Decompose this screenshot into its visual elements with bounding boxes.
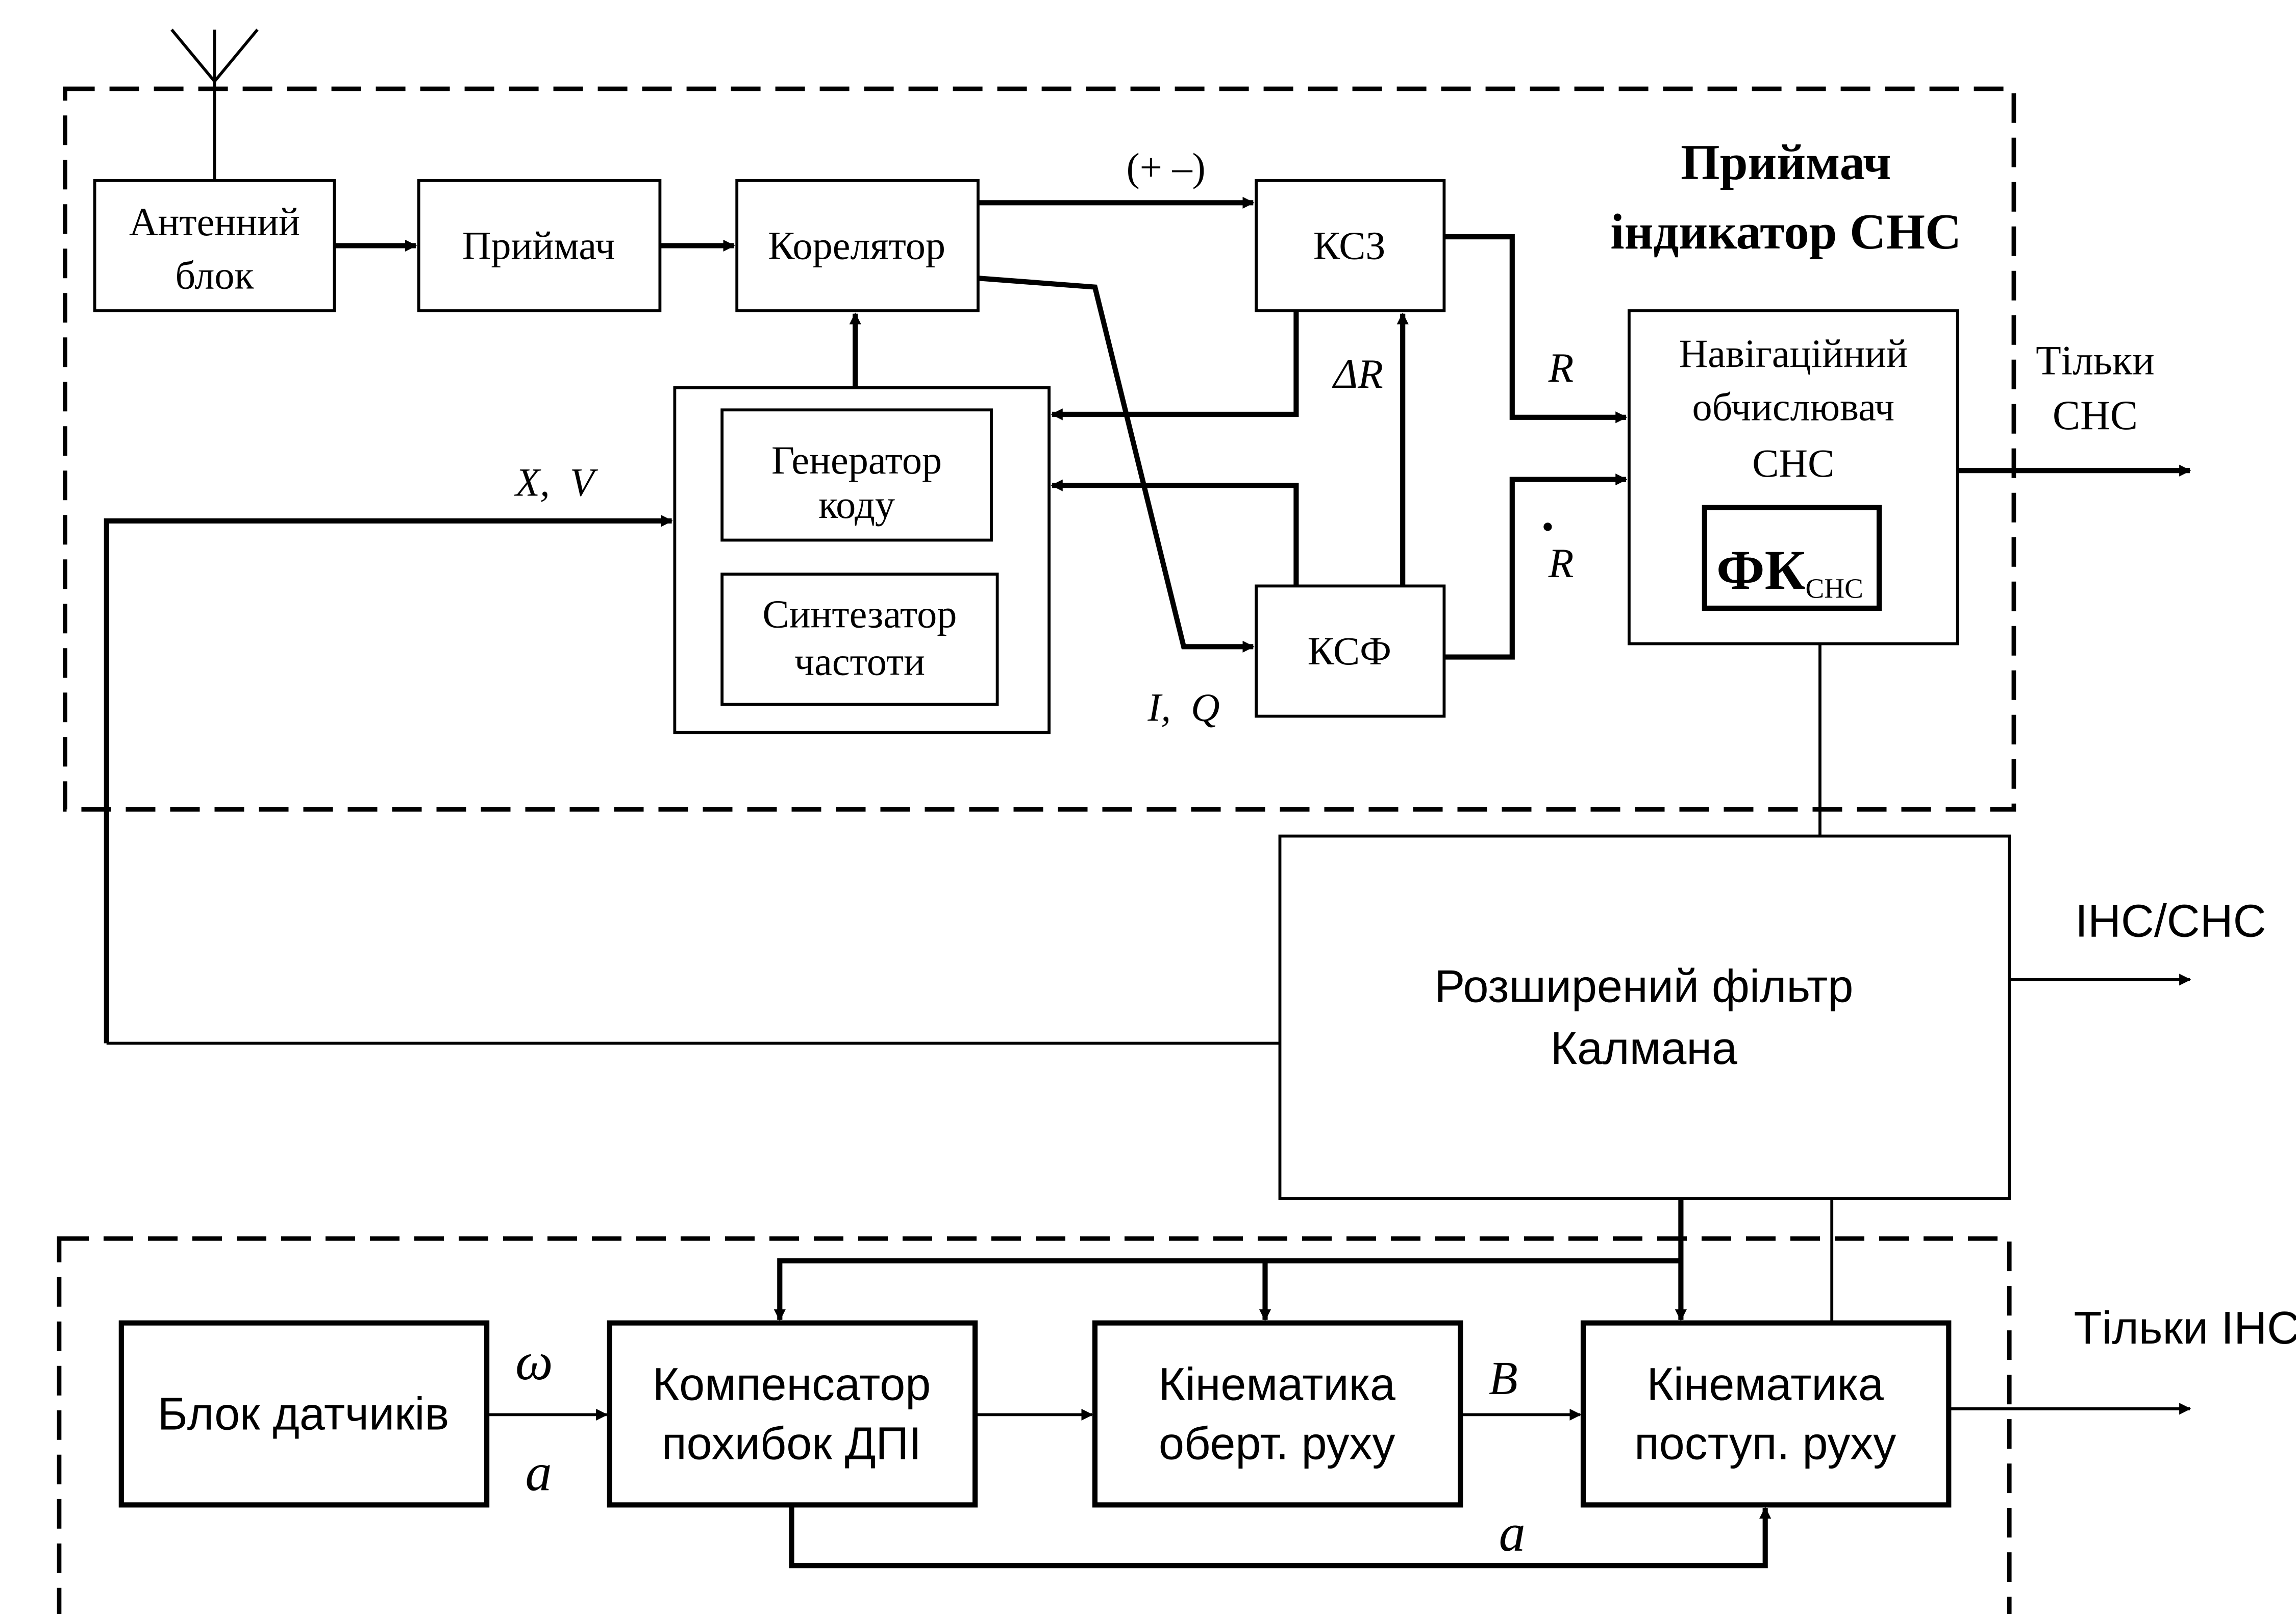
gnss-only-label-2: СНС [2053, 392, 2138, 438]
antenna-block-label-1: Антенний [129, 200, 300, 244]
nav-computer-label-3: СНС [1752, 441, 1834, 485]
gnss-receiver-group [63, 86, 2016, 812]
fk-block-label: ФКСНС [1716, 539, 1863, 604]
fk-main: ФК [1716, 539, 1806, 601]
r-label: R [1548, 345, 1574, 391]
code-generator-label-1: Генератор [771, 438, 942, 482]
receiver-block-label: Приймач [462, 224, 615, 268]
receiver-block [417, 179, 662, 312]
correlator-to-ksf-arrow [978, 276, 1255, 653]
antenna-block-label-2: блок [175, 253, 254, 297]
ekf-to-compensator-arrow [773, 1258, 1681, 1322]
error-compensator-label-1: Компенсатор [653, 1359, 931, 1410]
ekf-label-2: Калмана [1551, 1023, 1737, 1074]
ekf-block [1278, 834, 2011, 1200]
ins-only-label: Тільки ІНС [2074, 1303, 2296, 1354]
antenna-block [93, 179, 336, 312]
ins-group [57, 1236, 2012, 1614]
correlator-block [735, 179, 980, 312]
translational-kinematics-label-1: Кінематика [1646, 1359, 1883, 1410]
delta-r-label: ΔR [1332, 351, 1383, 397]
ksf-block [1255, 584, 1446, 718]
fk-subscript: СНС [1806, 573, 1863, 604]
omega-label: ω [515, 1332, 553, 1391]
ksz-to-generator-arrow [1051, 311, 1299, 420]
gnss-only-label-1: Тільки [2036, 338, 2155, 384]
rotational-kinematics-block [1092, 1320, 1463, 1508]
error-compensator-label-2: похибок ДПІ [662, 1418, 921, 1469]
ksf-to-nav-arrow [1444, 474, 1628, 660]
error-compensator-block [607, 1320, 978, 1508]
rotational-kinematics-label-2: оберт. руху [1159, 1418, 1395, 1469]
nav-computer-label-2: обчислювач [1692, 385, 1895, 429]
compensator-to-translational-arrow [789, 1505, 1771, 1569]
frequency-synthesizer-label-1: Синтезатор [762, 592, 957, 636]
plus-minus-label: (+ –) [1127, 145, 1206, 189]
r-dot-label: R [1548, 540, 1574, 586]
ksf-block-label: КСФ [1308, 629, 1391, 673]
r-dot-derivative-mark [1543, 523, 1552, 531]
sensors-label: Блок датчиків [158, 1388, 449, 1439]
receiver-group-title-2: індикатор СНС [1610, 204, 1961, 260]
rotational-kinematics-label-1: Кінематика [1158, 1359, 1395, 1410]
code-generator-label-2: коду [818, 482, 895, 527]
antenna-icon [170, 29, 259, 181]
fk-block [1702, 505, 1882, 611]
ekf-to-generator-arrow [104, 515, 673, 1044]
a-bottom-label: a [1499, 1503, 1526, 1562]
sensors-block [118, 1320, 490, 1508]
b-label: B [1489, 1352, 1518, 1405]
nav-computer-label-1: Навігаційний [1679, 331, 1908, 376]
frequency-synthesizer-block [720, 573, 999, 706]
receiver-group-title-1: Приймач [1681, 135, 1891, 190]
correlator-block-label: Корелятор [768, 224, 945, 268]
ins-gnss-label: ІНС/СНС [2075, 896, 2266, 947]
frequency-synthesizer-label-2: частоти [794, 639, 925, 683]
ekf-label-1: Розширений фільтр [1434, 961, 1853, 1012]
a-input-label: a [525, 1443, 552, 1502]
iq-label: I, Q [1147, 685, 1219, 729]
code-generator-block [720, 408, 993, 542]
xv-label: X, V [514, 460, 598, 505]
ksz-to-nav-arrow [1444, 234, 1628, 424]
ksf-to-generator-arrow [1051, 479, 1299, 586]
ksz-block [1255, 179, 1446, 312]
translational-kinematics-block [1580, 1320, 1952, 1508]
translational-kinematics-label-2: поступ. руху [1634, 1418, 1896, 1469]
ksz-block-label: КСЗ [1313, 224, 1386, 268]
